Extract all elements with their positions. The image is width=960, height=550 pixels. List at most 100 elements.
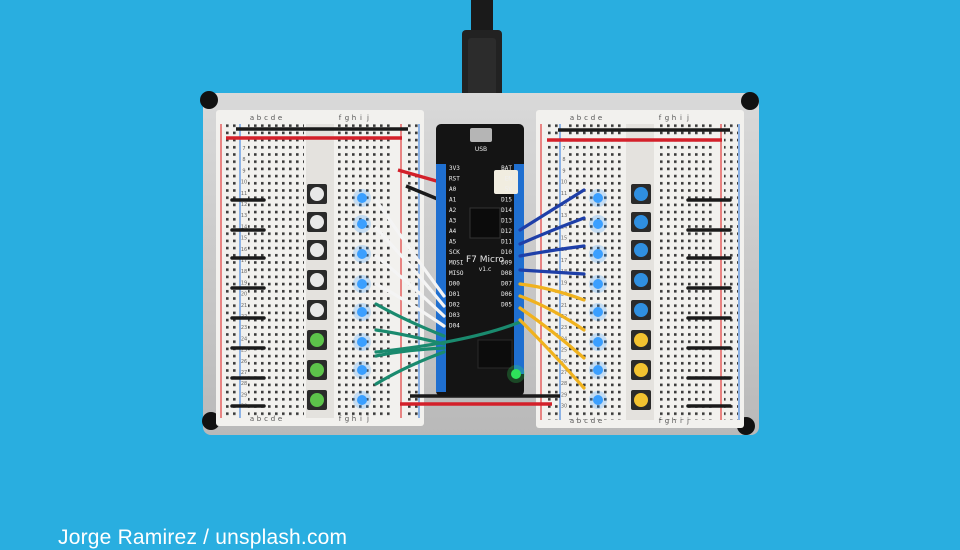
- row-number: 9: [562, 168, 565, 174]
- row-number: 26: [561, 359, 567, 365]
- row-number: 7: [242, 146, 245, 152]
- pin-label: D07: [501, 281, 512, 288]
- jumper-stubs: [230, 198, 732, 408]
- blue-led: [357, 395, 367, 405]
- left-push-buttons: [307, 184, 327, 410]
- push-button[interactable]: [310, 333, 324, 347]
- column-letter: f: [339, 415, 342, 423]
- column-letter: b: [577, 417, 582, 425]
- push-button[interactable]: [634, 303, 648, 317]
- pin-label: D06: [501, 291, 512, 298]
- row-number: 17: [241, 258, 247, 264]
- tray-foot: [200, 91, 218, 109]
- push-button[interactable]: [634, 273, 648, 287]
- row-number: 17: [561, 258, 567, 264]
- push-button[interactable]: [310, 303, 324, 317]
- blue-led: [357, 307, 367, 317]
- row-number: 29: [241, 392, 247, 398]
- column-letter: h: [672, 114, 676, 122]
- blue-led: [593, 279, 603, 289]
- push-button[interactable]: [310, 187, 324, 201]
- pin-label: RST: [449, 176, 460, 183]
- pin-label: SCK: [449, 249, 460, 256]
- row-number: 27: [241, 370, 247, 376]
- push-button[interactable]: [634, 333, 648, 347]
- row-number: 19: [241, 280, 247, 286]
- right-leds: [589, 189, 607, 409]
- row-number: 12: [241, 202, 247, 208]
- push-button[interactable]: [310, 215, 324, 229]
- row-number: 11: [241, 191, 247, 197]
- column-letter: h: [672, 417, 676, 425]
- right-push-buttons: [631, 184, 651, 410]
- row-number: 30: [561, 404, 567, 410]
- column-letter: e: [598, 114, 602, 122]
- blue-led: [357, 249, 367, 259]
- push-button[interactable]: [310, 363, 324, 377]
- column-letter: j: [686, 114, 689, 122]
- push-button[interactable]: [634, 363, 648, 377]
- pin-label: D09: [501, 260, 512, 267]
- column-letter: d: [591, 114, 595, 122]
- pin-label: MOSI: [449, 260, 464, 267]
- row-number: 23: [241, 325, 247, 331]
- push-button[interactable]: [634, 393, 648, 407]
- pin-label: D13: [501, 218, 512, 225]
- row-number: 9: [242, 168, 245, 174]
- pin-label: 3V3: [449, 165, 460, 172]
- column-letter: a: [250, 114, 254, 122]
- pin-label: D10: [501, 249, 512, 256]
- jumper-wire: [374, 254, 446, 318]
- row-number: 27: [561, 370, 567, 376]
- row-number: 13: [241, 213, 247, 219]
- row-number: 19: [561, 280, 567, 286]
- jumper-wire: [518, 244, 586, 258]
- jumper-wire: [374, 198, 446, 298]
- left-leds: [353, 189, 371, 409]
- column-letter: i: [360, 415, 362, 423]
- row-number: 13: [561, 213, 567, 219]
- jumper-wire: [518, 294, 586, 332]
- push-button[interactable]: [634, 187, 648, 201]
- pin-label: A0: [449, 186, 457, 193]
- tray-foot: [741, 92, 759, 110]
- jumper-wire: [374, 346, 446, 358]
- row-number: 7: [562, 146, 565, 152]
- blue-led: [593, 337, 603, 347]
- pin-label: D15: [501, 197, 512, 204]
- push-button[interactable]: [310, 243, 324, 257]
- pin-label: A4: [449, 228, 457, 235]
- column-letter: j: [686, 417, 689, 425]
- jumper-wires: [374, 188, 586, 390]
- column-letter: b: [257, 114, 262, 122]
- pin-label: D02: [449, 302, 460, 309]
- push-button[interactable]: [310, 393, 324, 407]
- column-letter: i: [680, 114, 682, 122]
- blue-led: [357, 279, 367, 289]
- row-number: 21: [241, 303, 247, 309]
- row-number: 18: [241, 269, 247, 275]
- row-number: 23: [561, 325, 567, 331]
- push-button[interactable]: [634, 215, 648, 229]
- microcontroller-board: USB F7 Micro v1.c 3V3RSTA0A1A2A3A4A5SCKM…: [436, 124, 525, 396]
- row-number: 15: [561, 236, 567, 242]
- tray-foot: [202, 412, 220, 430]
- column-letter: g: [345, 415, 349, 423]
- row-number: 12: [561, 202, 567, 208]
- blue-led: [357, 193, 367, 203]
- row-number: 10: [241, 180, 247, 186]
- row-number: 15: [241, 236, 247, 242]
- pin-label: D03: [449, 312, 460, 319]
- pin-label: A5: [449, 239, 457, 246]
- board-version-label: v1.c: [479, 266, 492, 273]
- column-letter: b: [257, 415, 262, 423]
- column-letter: f: [659, 417, 662, 425]
- column-letter: j: [366, 415, 369, 423]
- push-button[interactable]: [310, 273, 324, 287]
- blue-led: [593, 193, 603, 203]
- push-button[interactable]: [634, 243, 648, 257]
- row-number: 28: [561, 381, 567, 387]
- column-letter: a: [570, 114, 574, 122]
